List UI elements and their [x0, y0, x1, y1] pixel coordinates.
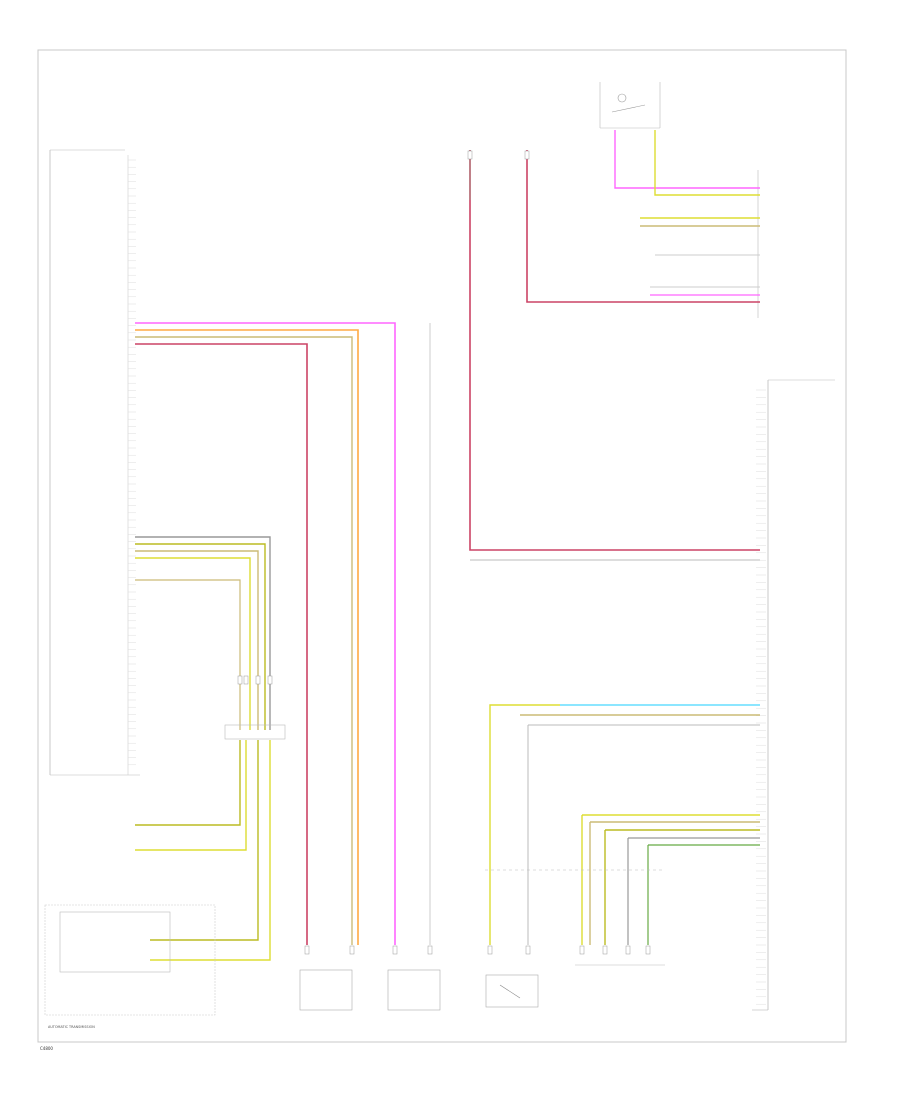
solenoid-box-2	[387, 969, 441, 1011]
wire-bundle-4	[135, 557, 251, 730]
wire-hot-start	[469, 150, 760, 551]
wire-splice-4	[150, 740, 271, 961]
wire-splice-3	[150, 740, 259, 941]
right-connector-strip	[752, 379, 835, 1011]
connector-pin	[304, 945, 310, 955]
wire-module-pink	[614, 130, 760, 189]
wire-shift-solenoid-b	[135, 329, 359, 945]
connector-pin	[392, 945, 398, 955]
wire-shift-solenoid-c	[135, 336, 353, 945]
wire-shift-solenoid-a	[135, 322, 396, 945]
connector-pin	[602, 945, 608, 955]
wire-splice-1	[135, 740, 241, 826]
connector-pin	[467, 150, 473, 160]
automatic-transmission-label: AUTOMATIC TRANSMISSION	[48, 1025, 95, 1029]
wire-splice-2	[135, 740, 247, 851]
connector-pin	[525, 945, 531, 955]
wire-bundle-3	[135, 550, 259, 730]
connector-pin	[625, 945, 631, 955]
connector-pin	[255, 675, 261, 685]
top-right-module	[599, 82, 759, 318]
footer-code: C4800	[40, 1046, 53, 1051]
wire-vss-feed	[489, 704, 560, 945]
left-pin-numbers	[128, 159, 136, 766]
wires	[135, 130, 760, 961]
connector-pin	[427, 945, 433, 955]
connector-pin	[349, 945, 355, 955]
diagram-frame	[37, 49, 847, 1043]
connector-pin	[243, 675, 249, 685]
splice-pack	[224, 724, 286, 740]
wire-bundle-5	[135, 579, 241, 730]
right-pin-numbers	[756, 389, 766, 1005]
wire-bundle-2	[135, 543, 266, 730]
wire-bundle-1	[135, 536, 271, 730]
connector-pin	[267, 675, 273, 685]
connector-pin	[237, 675, 243, 685]
connector-pin	[579, 945, 585, 955]
connector-pin	[524, 150, 530, 160]
wire-shift-solenoid-d	[135, 343, 308, 945]
bottom-left-component	[44, 904, 216, 1016]
connector-pin	[645, 945, 651, 955]
switch-box	[485, 974, 539, 1008]
left-connector-strip	[49, 149, 140, 776]
wire-module-yellow	[654, 130, 760, 196]
solenoid-box-1	[299, 969, 353, 1011]
connector-pin	[487, 945, 493, 955]
wire-hot-all-times	[526, 150, 760, 303]
